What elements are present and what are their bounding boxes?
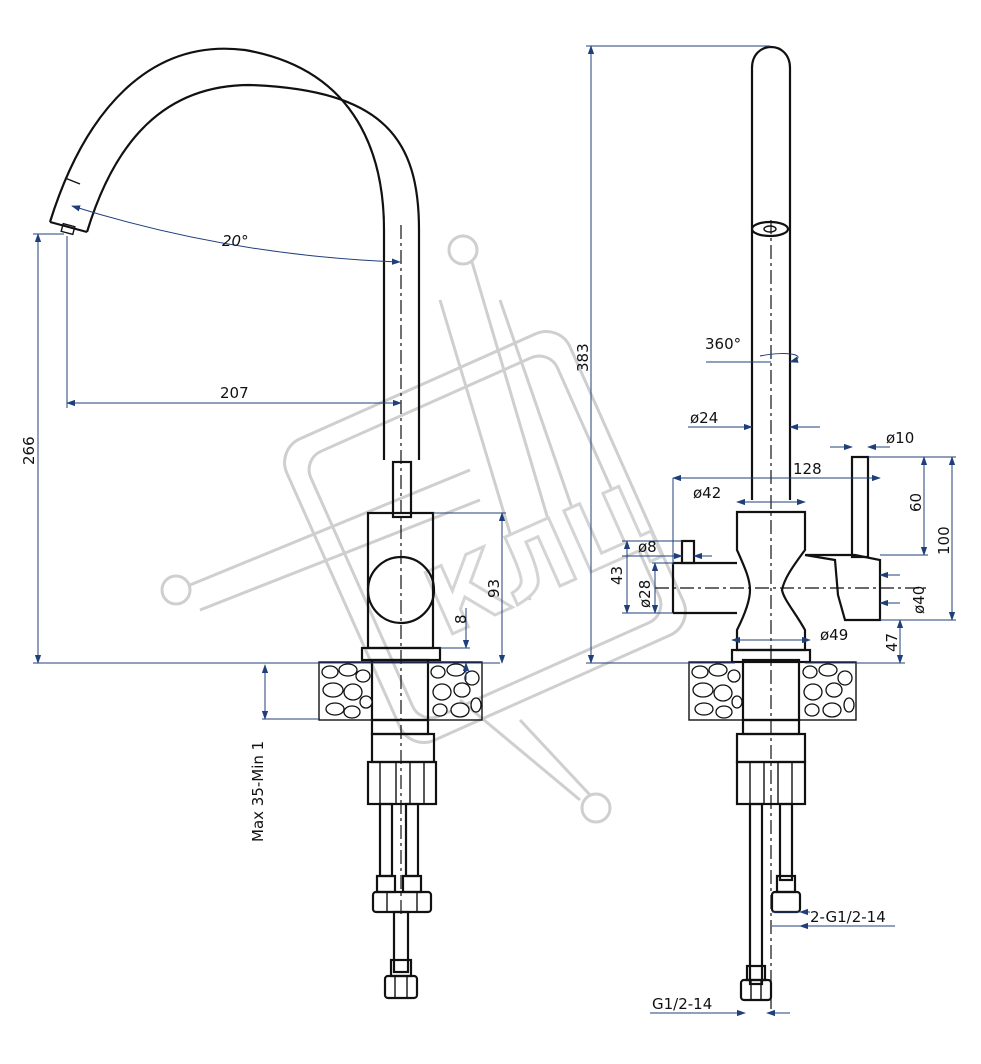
inner-diameter-label: ø28 bbox=[636, 580, 654, 608]
side-stones-right bbox=[802, 663, 855, 718]
flange-diameter-label: ø49 bbox=[820, 626, 848, 644]
angle-label: 20° bbox=[222, 232, 249, 250]
body-diameter-label: ø42 bbox=[693, 484, 721, 502]
base-height-label: 47 bbox=[883, 633, 901, 652]
handle-height-label: 100 bbox=[935, 526, 953, 555]
lever-height-label: 60 bbox=[907, 493, 925, 512]
counter-stones-left bbox=[321, 663, 373, 719]
counter-stones-right bbox=[430, 663, 482, 718]
hose-thread-label: 2-G1/2-14 bbox=[810, 908, 886, 926]
spout-diameter-label: ø24 bbox=[690, 409, 718, 427]
side-view: 360° 383 ø24 ø10 128 ø42 ø8 43 ø28 bbox=[574, 45, 956, 1017]
handle-reach-label: 128 bbox=[793, 460, 822, 478]
side-stones-left bbox=[691, 663, 743, 719]
total-height-label: 383 bbox=[574, 343, 592, 372]
body-height-label: 93 bbox=[485, 579, 503, 598]
side-spout bbox=[750, 45, 792, 500]
spout-tip bbox=[49, 220, 88, 234]
spout-inner bbox=[85, 83, 421, 460]
spout-outer bbox=[48, 47, 386, 460]
reach-label: 207 bbox=[220, 384, 249, 402]
body-part-height-label: 43 bbox=[608, 566, 626, 585]
lever-stem bbox=[391, 460, 413, 519]
handle-diameter-label: ø10 bbox=[886, 429, 914, 447]
gap-label: 8 bbox=[452, 614, 470, 624]
stud-thread-label: G1/2-14 bbox=[652, 995, 712, 1013]
rotation-label: 360° bbox=[705, 335, 741, 353]
height-label: 266 bbox=[20, 436, 38, 465]
front-view: 20° 207 266 93 8 Max 35-Min 1 bbox=[20, 47, 506, 1000]
mounting-label: Max 35-Min 1 bbox=[249, 741, 267, 842]
pin-diameter-label: ø8 bbox=[638, 538, 657, 556]
base-diameter-label: ø40 bbox=[910, 586, 928, 614]
